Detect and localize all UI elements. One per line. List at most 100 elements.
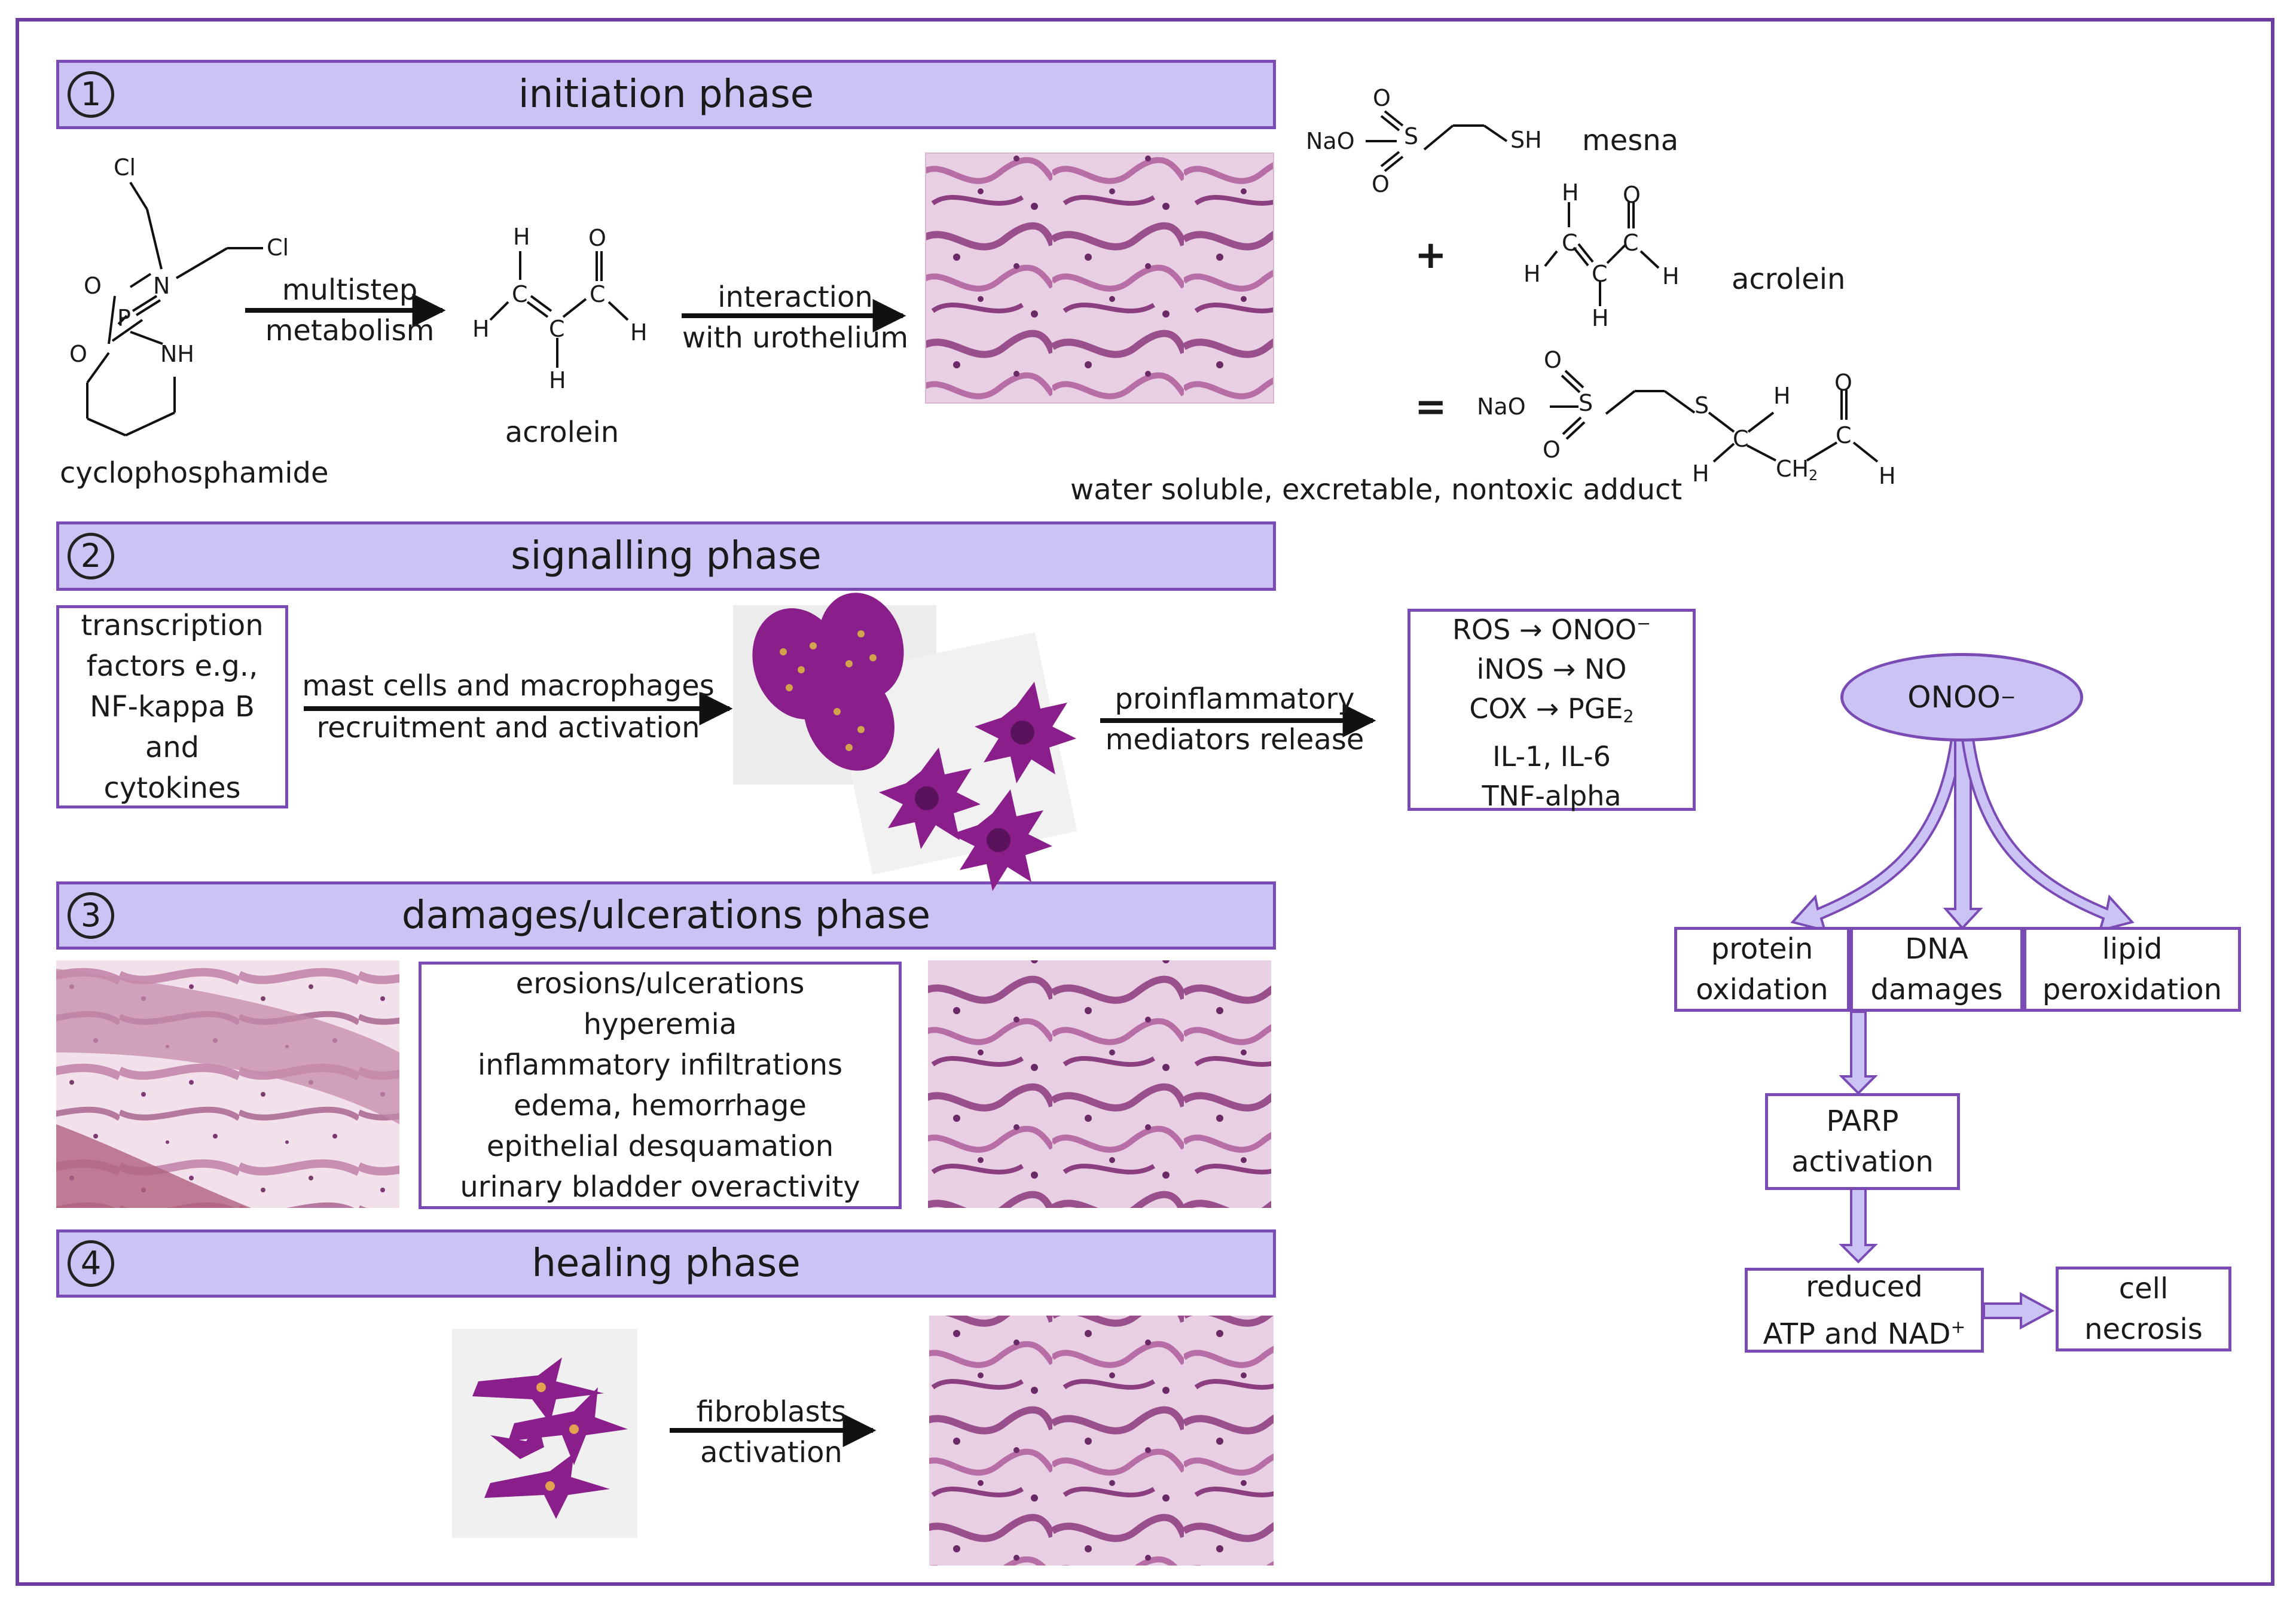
onoo-label: ONOO (1907, 680, 2001, 715)
arrow-label-multistep: multistep (282, 273, 418, 307)
atom-o: O (1834, 370, 1852, 396)
lipid-peroxidation-box: lipid peroxidation (2023, 927, 2241, 1012)
atom-o: O (84, 273, 102, 299)
onoo-charge: − (2000, 686, 2016, 708)
transcription-factors-box: transcription factors e.g., NF-kappa B a… (56, 605, 288, 808)
phase-title: damages/ulcerations phase (401, 893, 931, 938)
text-line: peroxidation (2042, 973, 2222, 1006)
text-line: ATP and NAD+ (1763, 1316, 1966, 1351)
atom-h: H (1662, 263, 1680, 289)
atom-o: O (69, 341, 87, 367)
atom-c: C (1836, 422, 1852, 448)
cyclophosphamide-label: cyclophosphamide (60, 456, 329, 490)
atom-cl: Cl (114, 154, 136, 181)
text-line: DNA (1905, 932, 1968, 966)
adduct-label: water soluble, excretable, nontoxic addu… (1070, 473, 1683, 506)
phase-number: 2 (68, 533, 114, 579)
mediator-cox-line: COX → PGE2 (1469, 692, 1634, 727)
mesna-structure (1366, 110, 1508, 172)
atom-ch2: CH2 (1776, 456, 1818, 484)
arrow-label-urothelium: with urothelium (682, 321, 909, 355)
mediator-inos-line: iNOS → NO (1476, 653, 1627, 685)
micrograph-damage-right (928, 960, 1271, 1208)
mediator-tnf-line: TNF-alpha (1482, 780, 1622, 813)
atom-c: C (549, 316, 565, 342)
text-line: transcription (81, 609, 264, 642)
atom-o: O (1372, 171, 1390, 197)
text-line: damages (1870, 973, 2003, 1006)
atom-h: H (549, 367, 566, 393)
atom-c: C (1592, 261, 1608, 287)
atom-p: P (117, 305, 131, 331)
damage-item: hyperemia (583, 1008, 737, 1041)
text-line: PARP (1826, 1104, 1899, 1138)
phase-number: 3 (68, 892, 114, 939)
equals-sign: = (1415, 385, 1447, 429)
cyclophosphamide-structure (86, 181, 263, 437)
atom-o: O (588, 225, 606, 251)
atom-c: C (1733, 426, 1749, 452)
phase-bar-signalling: 2 signalling phase (56, 521, 1276, 591)
atom-h: H (1562, 179, 1579, 206)
mast-cells-illustration (733, 593, 1077, 891)
atom-nao: NaO (1306, 128, 1355, 154)
atom-c: C (1623, 230, 1639, 256)
atom-h: H (1592, 305, 1609, 331)
damage-item: erosions/ulcerations (515, 967, 805, 1000)
phase-bar-healing: 4 healing phase (56, 1229, 1276, 1298)
atom-s: S (1404, 123, 1419, 149)
atom-sh: SH (1510, 127, 1542, 153)
phase-title: initiation phase (518, 72, 814, 117)
phase-title: signalling phase (511, 534, 822, 578)
atom-nao: NaO (1477, 393, 1526, 420)
text-line: cell (2118, 1272, 2169, 1305)
adduct-structure (1550, 370, 1879, 463)
acrolein-right-structure (1544, 202, 1660, 306)
atom-nh: NH (160, 341, 194, 367)
micrograph-healing (929, 1316, 1274, 1566)
mesna-label: mesna (1582, 124, 1679, 157)
atom-h: H (630, 319, 648, 346)
reduced-atp-box: reduced ATP and NAD+ (1745, 1268, 1984, 1353)
atom-o: O (1543, 437, 1561, 463)
process-arrows (245, 294, 1376, 1447)
phase-bar-initiation: 1 initiation phase (56, 60, 1276, 129)
micrograph-damage-left (56, 960, 399, 1208)
atom-h: H (1773, 383, 1791, 409)
atom-h: H (1692, 460, 1709, 487)
atom-h: H (513, 224, 530, 250)
atom-h: H (1523, 261, 1541, 287)
mediator-il-line: IL-1, IL-6 (1492, 740, 1611, 773)
onoo-bubble: ONOO− (1840, 653, 2083, 742)
damage-item: epithelial desquamation (486, 1130, 834, 1163)
arrow-label-proinflammatory: proinflammatory (1115, 682, 1355, 716)
cell-necrosis-box: cell necrosis (2056, 1267, 2231, 1351)
atom-c: C (1562, 230, 1578, 256)
acrolein-right-label: acrolein (1732, 263, 1846, 296)
atom-n: N (153, 273, 170, 299)
plus-sign: + (1415, 233, 1447, 277)
atom-c: C (590, 281, 606, 307)
damage-item: edema, hemorrhage (514, 1089, 807, 1122)
arrow-label-metabolism: metabolism (265, 314, 435, 347)
atom-cl: Cl (267, 234, 289, 261)
phase-number: 1 (68, 71, 114, 118)
protein-oxidation-box: protein oxidation (1674, 927, 1850, 1012)
arrow-label-recruitment: recruitment and activation (316, 711, 700, 744)
arrow-label-mediators-release: mediators release (1105, 723, 1364, 756)
atom-h: H (472, 316, 490, 342)
damage-item: inflammatory infiltrations (477, 1048, 843, 1082)
text-line: oxidation (1696, 973, 1828, 1006)
mediator-ros-line: ROS → ONOO− (1452, 613, 1651, 646)
acrolein-label: acrolein (505, 416, 619, 449)
phase-title: healing phase (532, 1241, 801, 1286)
arrow-label-fibroblasts: fibroblasts (696, 1395, 847, 1429)
arrow-label-interaction: interaction (718, 280, 873, 314)
phase-bar-damages: 3 damages/ulcerations phase (56, 881, 1276, 950)
micrograph-initiation (925, 152, 1274, 404)
atom-c: C (512, 281, 528, 307)
atom-s: S (1694, 392, 1709, 419)
atom-h: H (1879, 463, 1896, 489)
text-line: lipid (2102, 932, 2163, 966)
